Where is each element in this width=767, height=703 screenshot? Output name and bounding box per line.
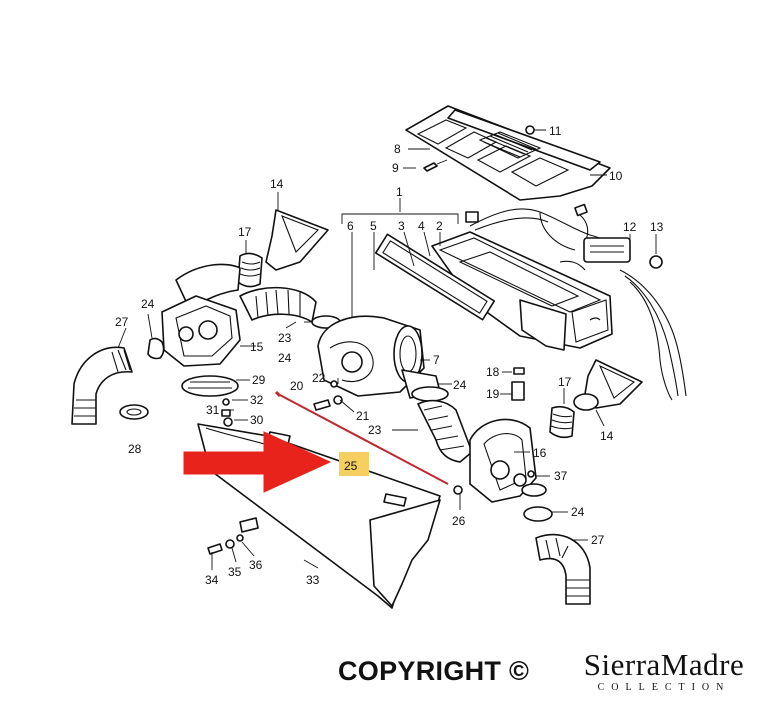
callout-7: 7 xyxy=(433,353,440,367)
copyright-notice: COPYRIGHT © xyxy=(338,656,530,686)
callout-24a: 24 xyxy=(141,297,155,311)
callout-32: 32 xyxy=(250,393,264,407)
callout-10: 10 xyxy=(609,169,623,183)
center-fan xyxy=(313,315,473,463)
callout-14b: 14 xyxy=(600,429,614,443)
callout-23a: 23 xyxy=(278,331,292,345)
callout-12: 12 xyxy=(623,220,637,234)
blower-housing xyxy=(374,231,613,351)
callout-5: 5 xyxy=(370,219,377,233)
callout-36: 36 xyxy=(249,558,263,572)
callout-28: 28 xyxy=(128,442,142,456)
callout-18: 18 xyxy=(486,365,500,379)
brand-logo: SierraMadre COLLECTION xyxy=(566,648,762,694)
callout-13: 13 xyxy=(650,220,664,234)
callout-22: 22 xyxy=(312,371,326,385)
callout-30: 30 xyxy=(250,413,264,427)
callout-14a: 14 xyxy=(270,177,284,191)
callout-27b: 27 xyxy=(591,533,605,547)
callout-33: 33 xyxy=(306,573,320,587)
callout-16: 16 xyxy=(533,446,547,460)
callout-24b: 24 xyxy=(278,351,292,365)
left-heat-exchanger xyxy=(71,209,341,427)
callout-1: 1 xyxy=(396,185,403,199)
callout-17a: 17 xyxy=(238,225,252,239)
callout-34: 34 xyxy=(205,573,219,587)
callout-20: 20 xyxy=(290,379,304,393)
callout-24d: 24 xyxy=(571,505,585,519)
rod-part-25 xyxy=(277,393,449,485)
callout-2: 2 xyxy=(436,219,443,233)
callout-31: 31 xyxy=(206,403,220,417)
callout-19: 19 xyxy=(486,387,500,401)
callout-35: 35 xyxy=(228,565,242,579)
callout-6: 6 xyxy=(347,219,354,233)
callout-4: 4 xyxy=(418,219,425,233)
callout-24c: 24 xyxy=(453,378,467,392)
highlight-part-25 xyxy=(339,452,369,476)
leader-lines xyxy=(117,129,657,570)
brand-subtitle: COLLECTION xyxy=(597,682,731,693)
red-arrow xyxy=(183,431,332,493)
callout-15: 15 xyxy=(250,340,264,354)
callout-37: 37 xyxy=(554,469,568,483)
callout-29: 29 xyxy=(252,373,266,387)
resistor-block xyxy=(583,237,631,263)
callout-3: 3 xyxy=(398,219,405,233)
grille-assembly xyxy=(405,105,611,201)
callout-27a: 27 xyxy=(115,315,129,329)
callout-11: 11 xyxy=(549,124,562,138)
callout-26: 26 xyxy=(452,514,466,528)
callout-21: 21 xyxy=(356,409,370,423)
brand-name: SierraMadre xyxy=(583,647,745,682)
callout-17b: 17 xyxy=(558,375,572,389)
callout-8: 8 xyxy=(394,142,401,156)
callout-25: 25 xyxy=(344,459,358,473)
callout-labels: 1 2 3 4 5 6 7 8 9 10 11 12 13 14 14 15 1… xyxy=(115,124,664,587)
callout-9: 9 xyxy=(392,161,399,175)
callout-23b: 23 xyxy=(368,423,382,437)
right-heat-exchanger xyxy=(453,359,643,605)
